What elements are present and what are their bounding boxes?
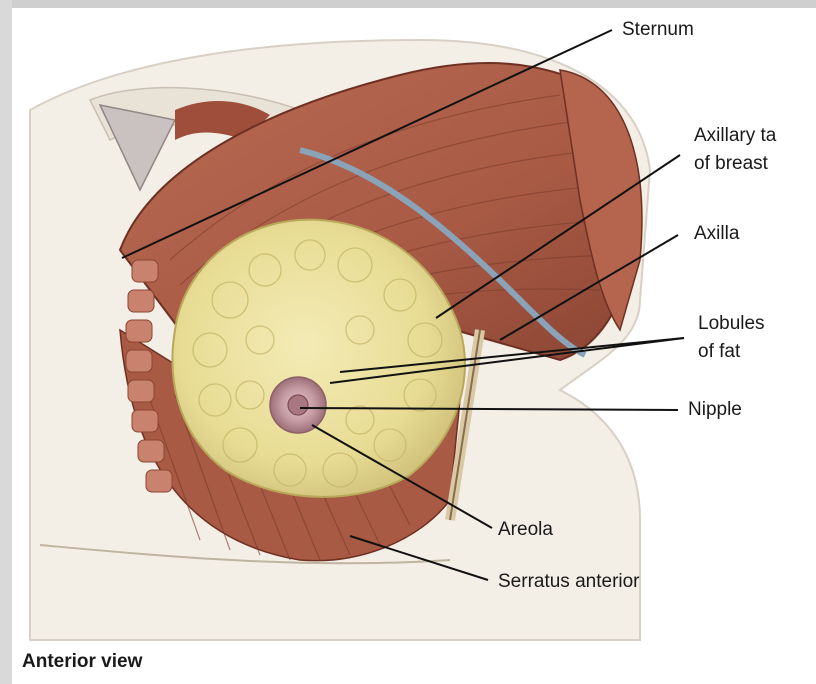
frame-top bbox=[0, 0, 816, 8]
nipple-shape bbox=[288, 395, 308, 415]
label-nipple: Nipple bbox=[688, 398, 742, 422]
frame-left bbox=[0, 0, 12, 684]
label-lobules-line2: of fat bbox=[698, 340, 740, 364]
label-axillary-tail-line2: of breast bbox=[694, 152, 768, 176]
label-axilla: Axilla bbox=[694, 222, 739, 246]
label-sternum: Sternum bbox=[622, 18, 694, 42]
label-areola: Areola bbox=[498, 518, 553, 542]
figure-caption: Anterior view bbox=[22, 651, 142, 673]
label-lobules-line1: Lobules bbox=[698, 312, 765, 336]
label-axillary-tail-line1: Axillary ta bbox=[694, 124, 776, 148]
label-serratus-anterior: Serratus anterior bbox=[498, 570, 640, 594]
